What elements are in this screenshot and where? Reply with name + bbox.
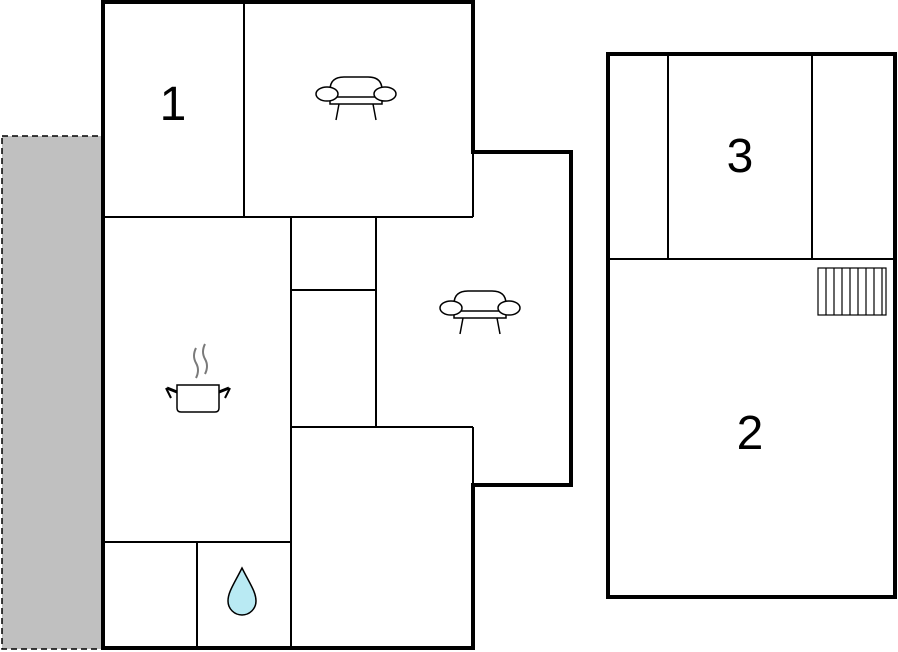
main-building-outer-wall (101, 0, 573, 650)
room-2-number: 2 (737, 407, 764, 460)
room-3-number: 3 (727, 130, 754, 183)
second-building-outer-wall (606, 52, 897, 599)
staircase-icon (817, 267, 887, 316)
second-building-interior-walls (608, 54, 895, 260)
terrace-area (1, 135, 104, 650)
room-1-number: 1 (160, 78, 187, 131)
cooking-pot-icon (165, 343, 231, 413)
second-building (606, 52, 897, 599)
water-drop-icon (227, 566, 257, 616)
interior-walls (103, 2, 474, 648)
armchair-icon (315, 76, 397, 121)
main-building (101, 0, 573, 650)
armchair-icon (439, 290, 521, 335)
